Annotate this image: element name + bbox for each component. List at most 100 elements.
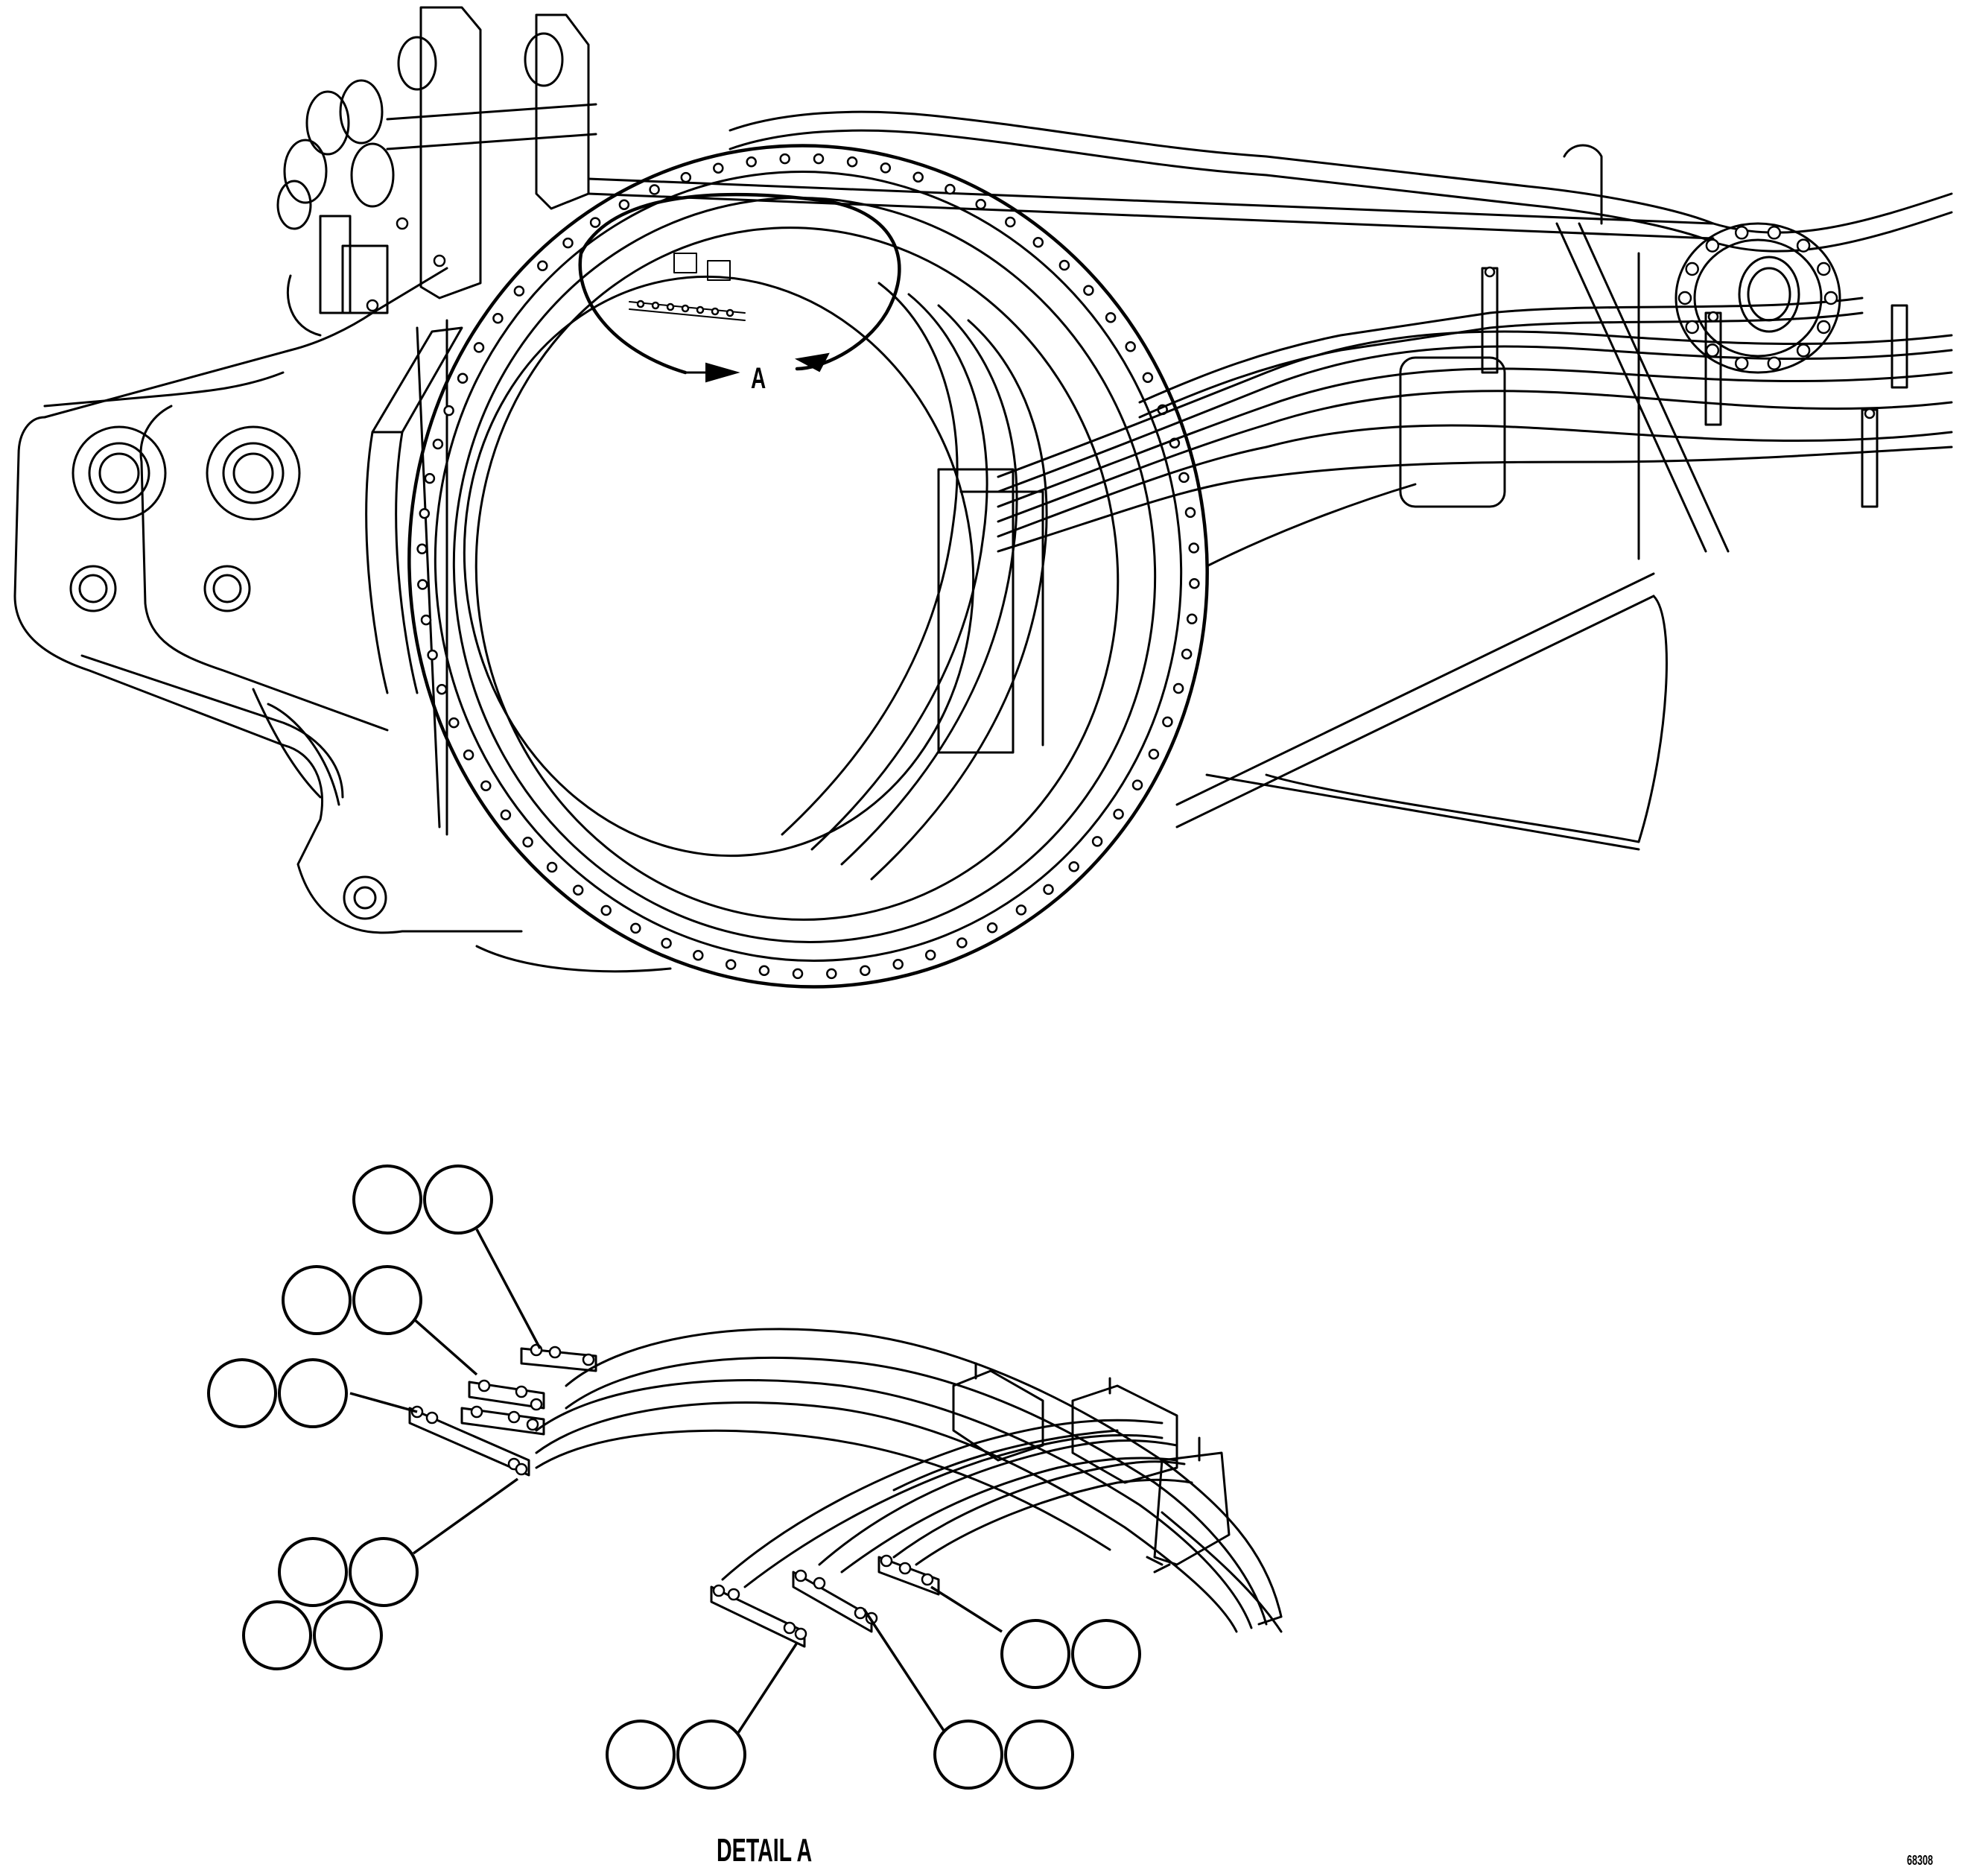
balloon-12 [1071,1619,1141,1689]
bolt-hole [1767,356,1782,370]
balloon-10 [313,1600,383,1670]
bolt-hole [432,438,444,450]
clamp-bolt [526,1418,539,1431]
clamp-bolt [548,1346,562,1359]
bolt-hole [1734,356,1749,370]
bolt-hole [424,472,436,484]
bolt-hole [417,579,428,590]
lower-boom [1175,222,1730,851]
bolt-hole [661,937,672,949]
bolt-hole [860,965,871,976]
bolt-hole [846,156,858,168]
left-plate [365,326,463,694]
bolt-hole [522,837,533,848]
left-arm [13,267,672,973]
bolt-hole [1083,285,1094,296]
bolt-hole [1184,507,1196,519]
bolt-hole [1796,343,1811,358]
clamp-bolt [582,1353,595,1366]
bolt-hole [420,614,432,626]
bolt-hole [463,750,474,761]
bolt-hole [513,285,525,297]
upper-bracket [276,6,597,337]
bolt-hole [912,171,924,183]
bolt-hole [1677,291,1692,305]
clamp-bolt [507,1410,521,1424]
right-pivot [1674,222,1841,374]
bolt-hole [448,717,460,729]
drawing-number: 68308 [1907,1853,1934,1868]
bolt-hole [1043,884,1054,896]
bolt-hole [1734,226,1749,240]
bolt-hole [725,959,737,970]
hose-clamps [1399,266,1908,508]
bolt-hole [1189,577,1200,589]
bolt-hole [826,968,837,980]
bolt-hole [1186,613,1198,625]
bolt-hole [956,937,968,948]
bolt-hole [1148,748,1160,760]
balloon-3 [282,1265,352,1335]
bolt-hole [419,507,431,519]
detail-caption: DETAIL A [717,1832,813,1869]
clamp-bolt [712,1584,726,1597]
bolt-hole [1142,372,1154,383]
bolt-hole [492,313,504,324]
bolt-hole [618,199,630,210]
balloon-8 [349,1537,419,1607]
balloon-15 [933,1720,1003,1790]
bolt-hole [649,184,660,195]
bolt-hole [945,183,956,195]
bolt-hole [572,884,584,896]
balloon-7 [278,1537,348,1607]
bolt-hole [975,198,986,210]
balloon-5 [207,1358,277,1428]
bolt-hole [892,959,904,970]
main-assembly-view [13,6,1953,989]
bolt-hole [1131,779,1143,790]
detail-a-view [207,1164,1283,1790]
bolt-hole [589,217,601,228]
bolt-hole [746,156,757,168]
bolt-hole [880,162,892,174]
bolt-hole [473,342,485,353]
pivot-bolts [1677,226,1838,370]
bolt-hole [779,153,790,165]
bolt-hole [1823,291,1838,305]
balloon-4 [352,1265,422,1335]
clamp-bolt [477,1379,491,1392]
detail-connectors [952,1362,1231,1574]
bolt-hole [1058,259,1070,271]
balloon-13 [606,1720,676,1790]
detail-hoses [535,1328,1283,1633]
inner-hoses [781,282,1048,881]
top-beam [587,110,1953,253]
bolt-hole [1817,262,1831,276]
bolt-hole [1068,861,1079,872]
clamp-bolt [794,1627,807,1641]
leader-lines [349,1229,1003,1740]
clamp-bolt [727,1588,740,1601]
clamp-bolt [515,1385,528,1398]
bolt-hole [1162,716,1173,728]
bolt-hole [693,950,704,961]
clamp-bolt [470,1405,483,1419]
detail-clamp-plates [408,1343,940,1648]
bolt-hole [546,861,558,873]
bolt-hole [1685,320,1699,335]
clamp-bolt [794,1569,807,1582]
slew-ring [407,144,1209,989]
bolt-hole [1005,216,1016,228]
clamp-bolt [880,1554,893,1568]
clamp-bolt [813,1576,826,1590]
bolt-hole [1796,238,1811,253]
bolt-hole [758,965,770,977]
bolt-hole [924,949,936,961]
bolt-hole [792,968,804,980]
balloon-2 [423,1164,493,1235]
balloon-11 [1000,1619,1070,1689]
bolt-hole [443,405,454,416]
bolt-hole [1091,836,1103,847]
bolt-hole [457,373,469,384]
